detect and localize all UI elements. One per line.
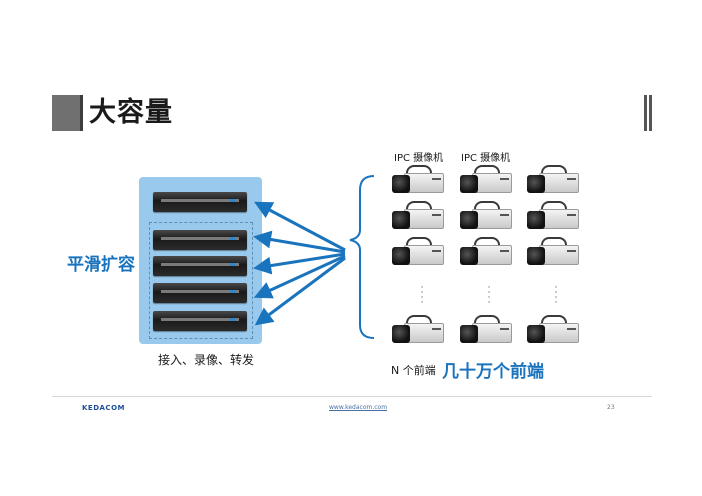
ip-camera-icon bbox=[460, 165, 512, 199]
ellipsis-dots: ···· bbox=[487, 283, 491, 308]
ip-camera-icon bbox=[392, 201, 444, 235]
arrow bbox=[253, 230, 346, 254]
server-unit bbox=[153, 230, 247, 250]
frontends-count-label: 几十万个前端 bbox=[442, 362, 544, 382]
ellipsis-dots: ···· bbox=[420, 283, 424, 308]
n-frontends-label: N 个前端 bbox=[391, 364, 436, 377]
ip-camera-icon bbox=[527, 237, 579, 271]
arrow bbox=[254, 256, 346, 326]
page-number: 23 bbox=[607, 404, 615, 411]
ip-camera-icon bbox=[460, 315, 512, 349]
ip-camera-icon bbox=[460, 201, 512, 235]
arrow bbox=[253, 252, 346, 275]
camera-label: IPC 摄像机 bbox=[461, 153, 511, 164]
title-bar-decoration bbox=[80, 95, 83, 131]
arrow bbox=[253, 254, 346, 299]
smooth-expansion-label: 平滑扩容 bbox=[67, 255, 135, 275]
rack-caption: 接入、录像、转发 bbox=[158, 353, 255, 367]
expansion-outline bbox=[149, 222, 253, 339]
slide-title: 大容量 bbox=[89, 97, 173, 128]
server-unit bbox=[153, 311, 247, 331]
ip-camera-icon bbox=[392, 315, 444, 349]
ellipsis-dots: ···· bbox=[554, 283, 558, 308]
camera-label: IPC 摄像机 bbox=[394, 153, 444, 164]
company-logo: KEDACOM bbox=[82, 404, 125, 412]
arrow bbox=[254, 201, 346, 252]
ip-camera-icon bbox=[392, 165, 444, 199]
server-unit bbox=[153, 283, 247, 303]
corner-bar-decoration bbox=[644, 95, 647, 131]
ip-camera-icon bbox=[392, 237, 444, 271]
brace bbox=[349, 175, 375, 339]
corner-bar-decoration bbox=[649, 95, 652, 131]
server-unit bbox=[153, 256, 247, 276]
ip-camera-icon bbox=[527, 165, 579, 199]
arrows-diagram bbox=[253, 175, 375, 339]
title-bar-decoration bbox=[52, 95, 82, 131]
ip-camera-icon bbox=[527, 315, 579, 349]
ip-camera-icon bbox=[460, 237, 512, 271]
footer-divider bbox=[52, 396, 652, 397]
server-unit bbox=[153, 192, 247, 212]
ip-camera-icon bbox=[527, 201, 579, 235]
website-link[interactable]: www.kedacom.com bbox=[329, 404, 388, 411]
